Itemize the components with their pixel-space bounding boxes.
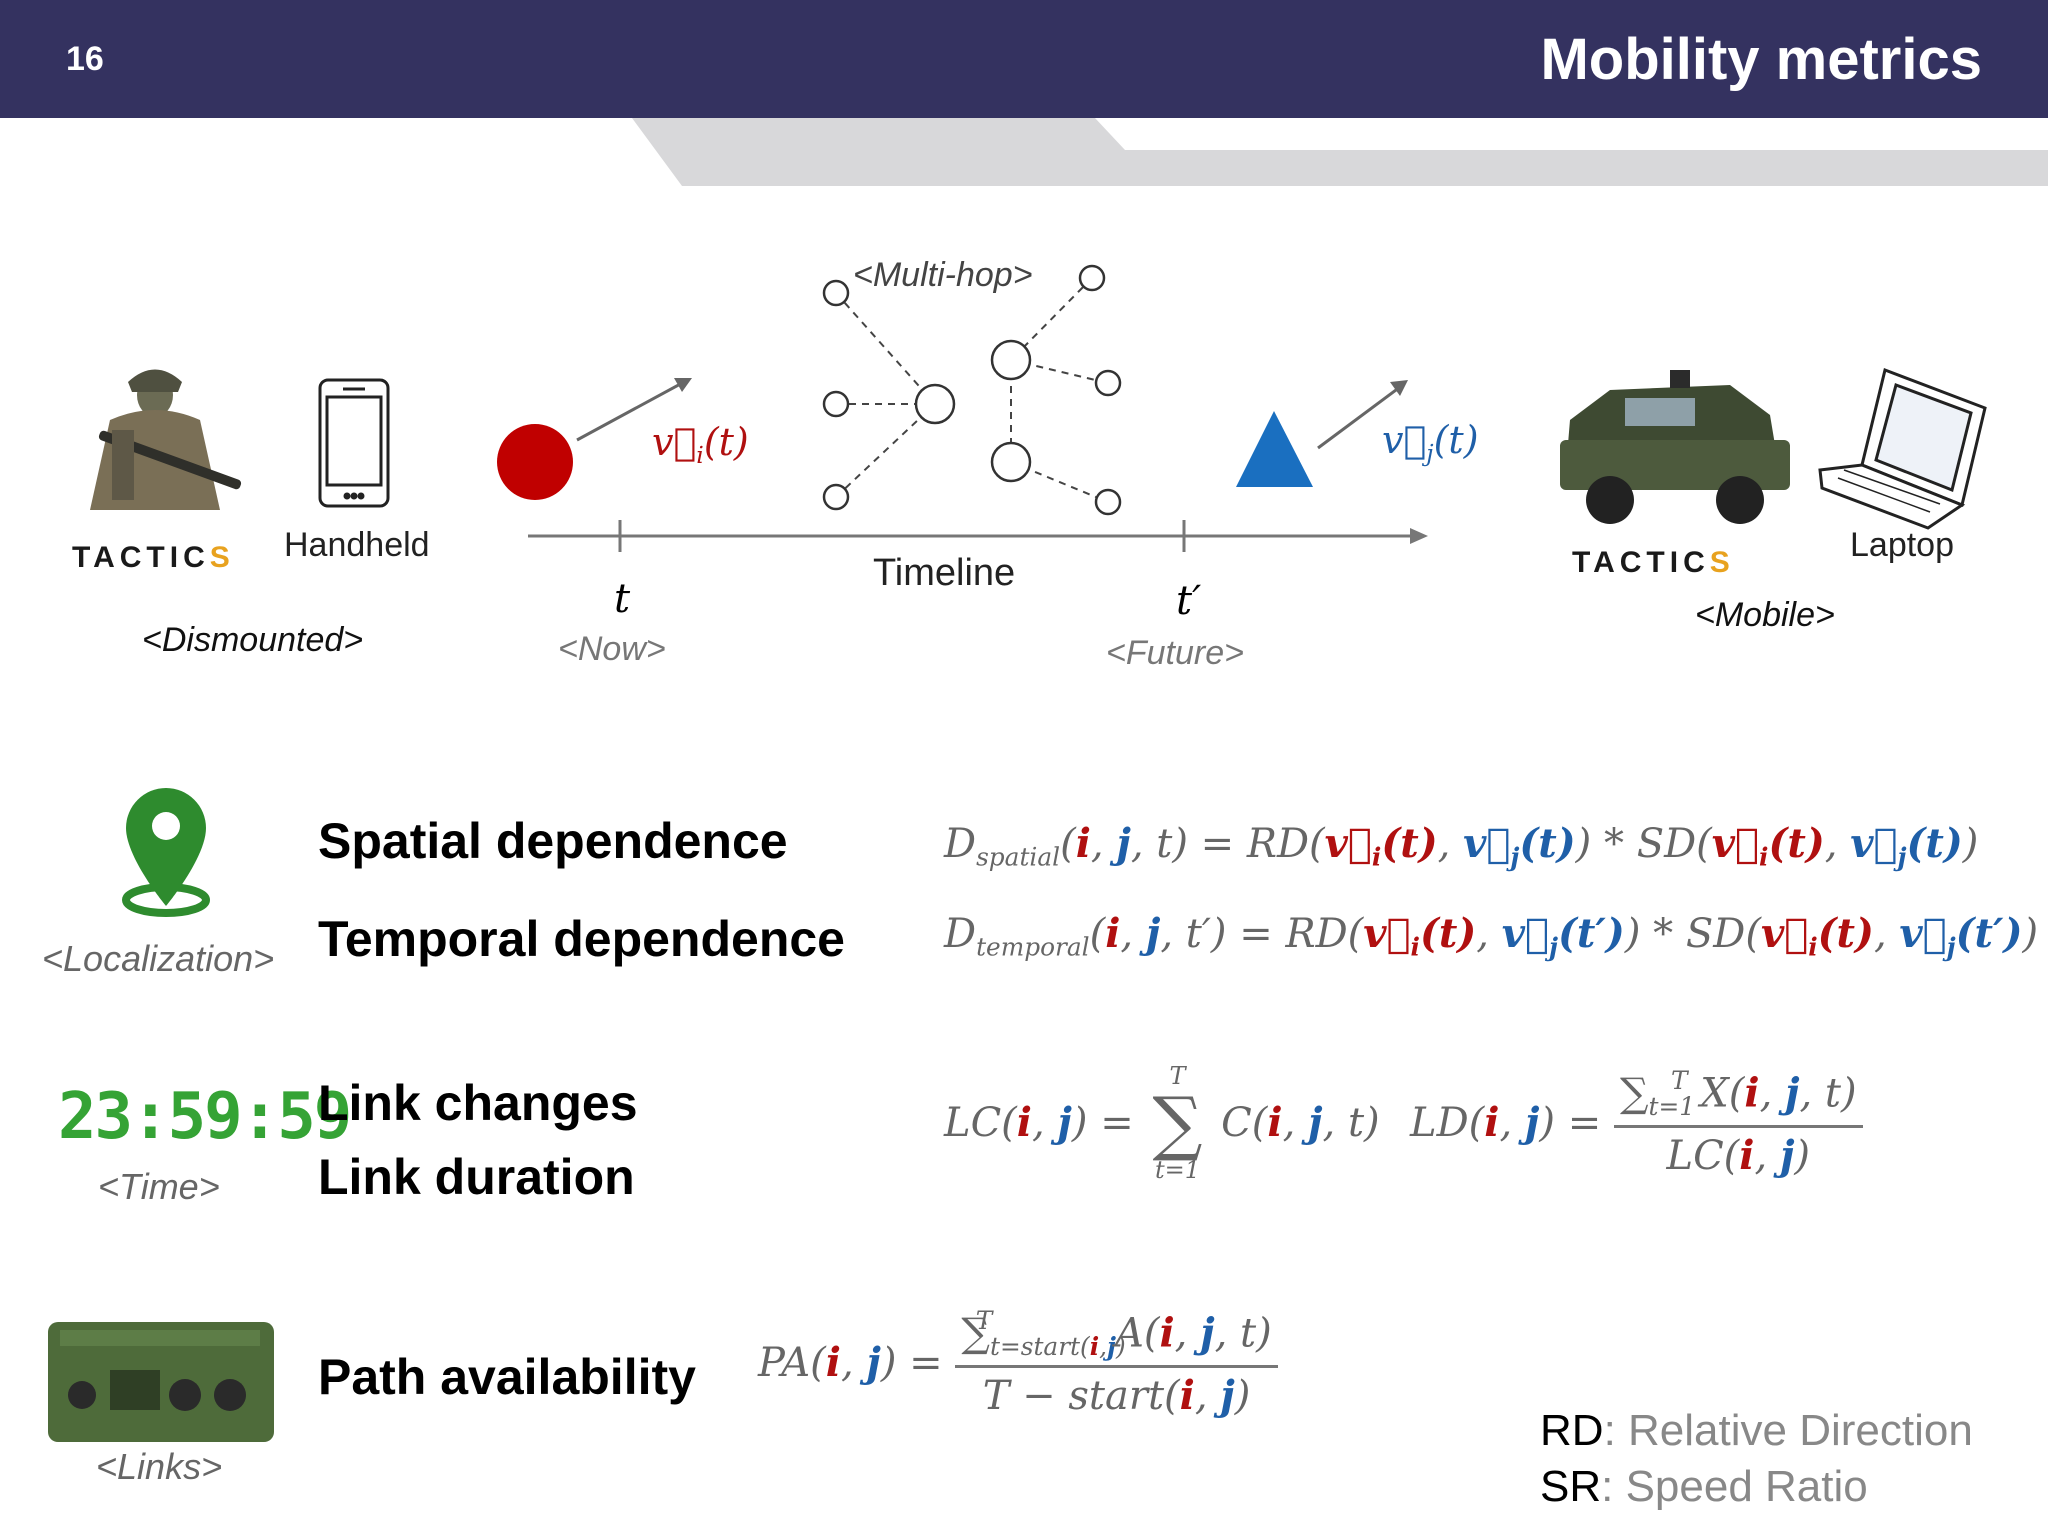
handheld-label: Handheld [284,526,430,564]
node-i-circle [497,424,573,500]
dismounted-caption: <Dismounted> [142,621,364,659]
slide-title: Mobility metrics [1540,27,1982,92]
legend-rd: RD: Relative Direction [1540,1406,1973,1455]
t-now-label: t [614,576,631,622]
t-future-label: t′ [1176,578,1202,624]
temporal-dependence-title: Temporal dependence [318,911,845,967]
localization-caption: <Localization> [42,938,275,979]
slide-number: 16 [66,40,104,78]
temporal-dependence-formula: Dtemporal(i, j, t′) = RD(v⃗i(t), v⃗j(t′)… [944,910,2039,962]
timeline-label: Timeline [873,552,1016,594]
network-node [1078,264,1106,292]
network-node [914,383,956,425]
soldier-icon [90,369,242,510]
digital-clock-icon: 23:59:59 [58,1080,352,1154]
time-caption: <Time> [98,1166,220,1207]
laptop-label: Laptop [1850,526,1954,564]
multi-hop-network [835,277,1109,503]
velocity-j-arrow [1317,385,1401,450]
title-bar [0,0,2048,118]
network-node [1094,488,1122,516]
future-caption: <Future> [1106,634,1244,672]
velocity-i-arrow [576,380,685,442]
tactics-logo-mobile: TACTICS [1572,546,1735,579]
link-duration-title: Link duration [318,1149,635,1205]
handheld-icon [318,378,390,508]
mobile-caption: <Mobile> [1695,596,1835,634]
path-availability-formula: PA(i, j) = ∑t=start(i,j)T A(i, j, t)T − … [758,1306,1278,1419]
network-node [1094,369,1122,397]
legend-sr: SR: Speed Ratio [1540,1462,1868,1511]
velocity-j-label: v⃗j(t) [1382,418,1479,468]
spatial-dependence-formula: Dspatial(i, j, t) = RD(v⃗i(t), v⃗j(t)) *… [944,820,1979,872]
network-node [990,441,1032,483]
location-pin-icon [122,788,210,917]
header-swoosh [632,118,2048,186]
network-node [822,279,850,307]
military-vehicle-icon [1560,370,1790,524]
timeline-axis [528,520,1418,552]
link-changes-title: Link changes [318,1075,638,1131]
radio-device-icon [48,1322,274,1442]
multi-hop-label: <Multi-hop> [853,256,1033,294]
tactics-logo-dismounted: TACTICS [72,541,235,574]
links-caption: <Links> [96,1446,223,1487]
laptop-icon [1818,367,1987,530]
path-availability-title: Path availability [318,1349,696,1405]
link-duration-formula: LD(i, j) = ∑t=1T X(i, j, t)LC(i, j) [1410,1066,1863,1179]
node-j-triangle [1236,411,1313,487]
velocity-i-label: v⃗i(t) [652,420,749,470]
spatial-dependence-title: Spatial dependence [318,813,788,869]
network-node [822,390,850,418]
network-node [822,483,850,511]
now-caption: <Now> [558,630,666,668]
network-node [990,339,1032,381]
link-changes-formula: LC(i, j) = T ∑ t=1 C(i, j, t) [944,1062,1380,1184]
